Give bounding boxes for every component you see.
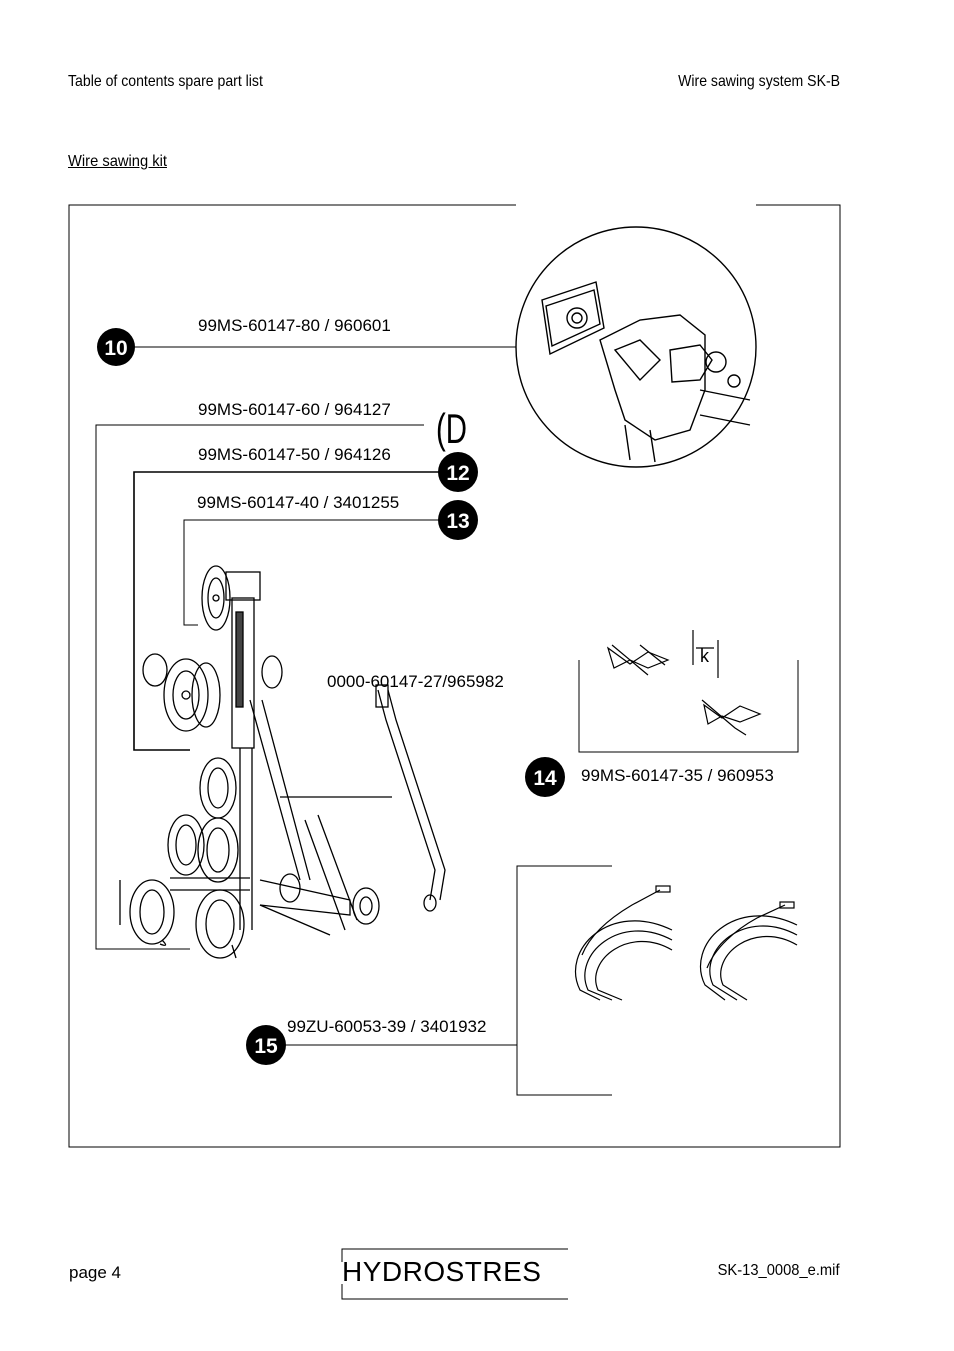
wire-connector-drawing [606,630,762,736]
callout-10-part: 99MS-60147-80 / 960601 [198,316,391,335]
callout-10-number: 10 [104,337,127,360]
brand-frame-top [341,1248,568,1262]
footer-page-number: page 4 [69,1263,121,1282]
callout-10-badge [97,328,135,366]
callout-12-badge [438,452,478,492]
callout-14-number: 14 [533,767,557,790]
section-title: Wire sawing kit [68,153,167,170]
callout-12-number: 12 [446,462,469,485]
footer-file-name: SK-13_0008_e.mif [718,1262,840,1279]
callout-13-number: 13 [446,510,469,533]
callout-rod-part: 0000-60147-27/965982 [327,672,504,691]
callout-15-badge [246,1025,286,1065]
callout-13-badge [438,500,478,540]
hose-coils-drawing [574,885,798,1001]
hydraulic-block-detail [515,204,757,468]
callout-13-part: 99MS-60147-40 / 3401255 [197,493,399,512]
diagram-frame [68,204,841,1148]
callout-15-part: 99ZU-60053-39 / 3401932 [287,1017,486,1036]
detail-mark: k [700,646,710,666]
footer-brand: HYDROSTRES [342,1256,542,1287]
brand-frame-bottom [341,1284,568,1300]
pull-rod-drawing [375,684,446,912]
scan-mark: (D [436,405,467,453]
wire-saw-machine-drawing [119,565,392,959]
callout-14-badge [525,757,565,797]
callout-11-part: 99MS-60147-60 / 964127 [198,400,391,419]
header-left: Table of contents spare part list [68,73,263,90]
callout-12-part: 99MS-60147-50 / 964126 [198,445,391,464]
callout-15-number: 15 [254,1035,278,1058]
header-right: Wire sawing system SK-B [678,73,840,90]
callout-14-part: 99MS-60147-35 / 960953 [581,766,774,785]
